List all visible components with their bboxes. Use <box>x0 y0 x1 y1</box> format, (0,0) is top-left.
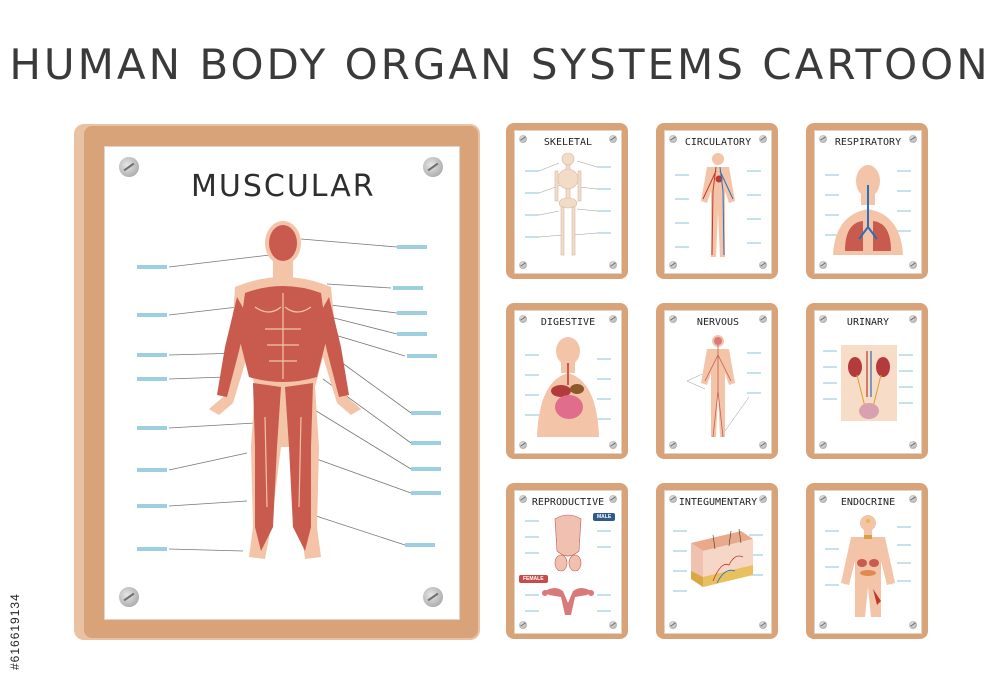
screw-icon <box>609 621 617 629</box>
screw-icon <box>423 587 443 607</box>
card-nervous-title: NERVOUS <box>696 317 740 328</box>
main-poster-title: MUSCULAR <box>191 169 376 204</box>
screw-icon <box>669 135 677 143</box>
screw-icon <box>759 315 767 323</box>
urinary-figure <box>823 345 913 421</box>
screw-icon <box>819 261 827 269</box>
screw-icon <box>669 315 677 323</box>
card-skeletal: SKELETAL <box>514 130 622 274</box>
skeleton-figure <box>525 152 611 256</box>
screw-icon <box>519 621 527 629</box>
screw-icon <box>669 441 677 449</box>
screw-icon <box>819 495 827 503</box>
screw-icon <box>909 261 917 269</box>
screw-icon <box>519 495 527 503</box>
card-digestive-title: DIGESTIVE <box>540 317 596 328</box>
screw-icon <box>819 441 827 449</box>
screw-icon <box>519 261 527 269</box>
screw-icon <box>119 587 139 607</box>
nervous-figure <box>686 335 761 438</box>
card-integumentary: INTEGUMENTARY <box>664 490 772 634</box>
screw-icon <box>609 135 617 143</box>
circulatory-figure <box>675 153 761 257</box>
screw-icon <box>519 135 527 143</box>
screw-icon <box>669 261 677 269</box>
screw-icon <box>909 441 917 449</box>
screw-icon <box>669 621 677 629</box>
card-integumentary-title: INTEGUMENTARY <box>678 497 758 508</box>
screw-icon <box>609 441 617 449</box>
screw-icon <box>909 621 917 629</box>
screw-icon <box>759 135 767 143</box>
screw-icon <box>119 157 139 177</box>
page-title: HUMAN BODY ORGAN SYSTEMS CARTOON <box>9 40 991 89</box>
card-urinary: URINARY <box>814 310 922 454</box>
card-circulatory-title: CIRCULATORY <box>684 137 752 148</box>
card-endocrine-title: ENDOCRINE <box>840 497 896 508</box>
skin-figure <box>673 528 763 592</box>
screw-icon <box>819 135 827 143</box>
screw-icon <box>669 495 677 503</box>
card-endocrine: ENDOCRINE <box>814 490 922 634</box>
screw-icon <box>759 621 767 629</box>
screw-icon <box>519 441 527 449</box>
card-respiratory: RESPIRATORY <box>814 130 922 274</box>
screw-icon <box>759 441 767 449</box>
endocrine-figure <box>825 515 911 617</box>
screw-icon <box>909 495 917 503</box>
card-respiratory-title: RESPIRATORY <box>834 137 902 148</box>
card-urinary-title: URINARY <box>846 317 890 328</box>
female-tag: FEMALE <box>519 575 548 583</box>
reproductive-figure <box>525 514 611 615</box>
card-nervous: NERVOUS <box>664 310 772 454</box>
card-reproductive-title: REPRODUCTIVE <box>531 497 605 508</box>
screw-icon <box>423 157 443 177</box>
digestive-figure <box>525 337 611 437</box>
card-circulatory: CIRCULATORY <box>664 130 772 274</box>
screw-icon <box>609 315 617 323</box>
card-digestive: DIGESTIVE <box>514 310 622 454</box>
screw-icon <box>759 495 767 503</box>
screw-icon <box>609 495 617 503</box>
screw-icon <box>759 261 767 269</box>
card-skeletal-title: SKELETAL <box>543 137 593 148</box>
screw-icon <box>819 621 827 629</box>
card-reproductive: REPRODUCTIVE MALE FEMALE <box>514 490 622 634</box>
screw-icon <box>909 135 917 143</box>
muscular-figure <box>137 221 441 559</box>
screw-icon <box>519 315 527 323</box>
respiratory-figure <box>825 165 911 255</box>
main-poster-paper: MUSCULAR <box>104 146 460 620</box>
screw-icon <box>609 261 617 269</box>
screw-icon <box>909 315 917 323</box>
screw-icon <box>819 315 827 323</box>
male-tag: MALE <box>593 513 616 521</box>
stock-id: #616619134 <box>8 593 22 670</box>
